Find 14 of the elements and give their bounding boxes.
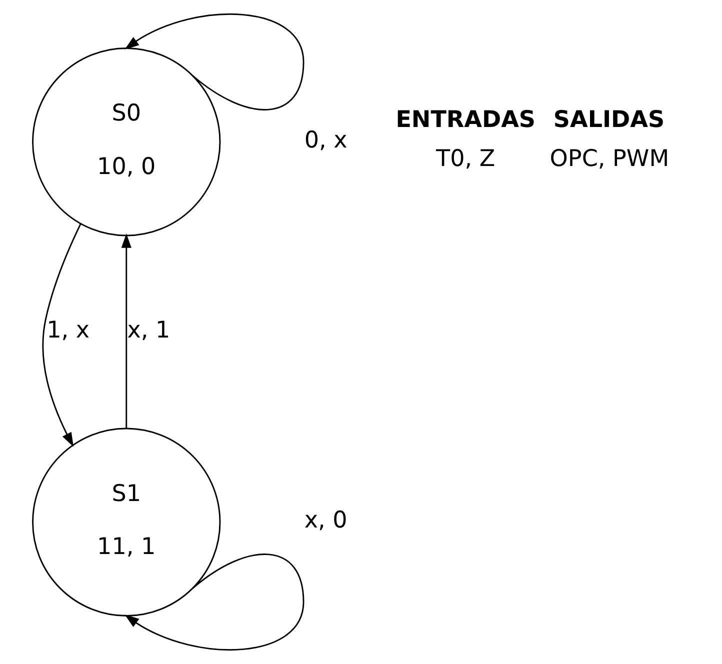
edge-label: x, 0	[304, 508, 347, 534]
arrow	[124, 554, 304, 650]
arrow	[120, 233, 131, 428]
arrow	[124, 14, 304, 110]
edge-label: 0, x	[304, 127, 347, 154]
label: ENTRADAS	[395, 107, 536, 134]
node-circle: S0 10, 0	[32, 48, 220, 236]
edge-label: 1, x	[46, 317, 90, 344]
label: T0, Z	[436, 146, 495, 172]
node-circle: S1 11, 1	[32, 428, 220, 616]
edge-label: x, 1	[126, 317, 170, 344]
label: OPC, PWM	[549, 146, 669, 172]
label: SALIDAS	[552, 107, 664, 134]
arrow	[42, 224, 81, 447]
